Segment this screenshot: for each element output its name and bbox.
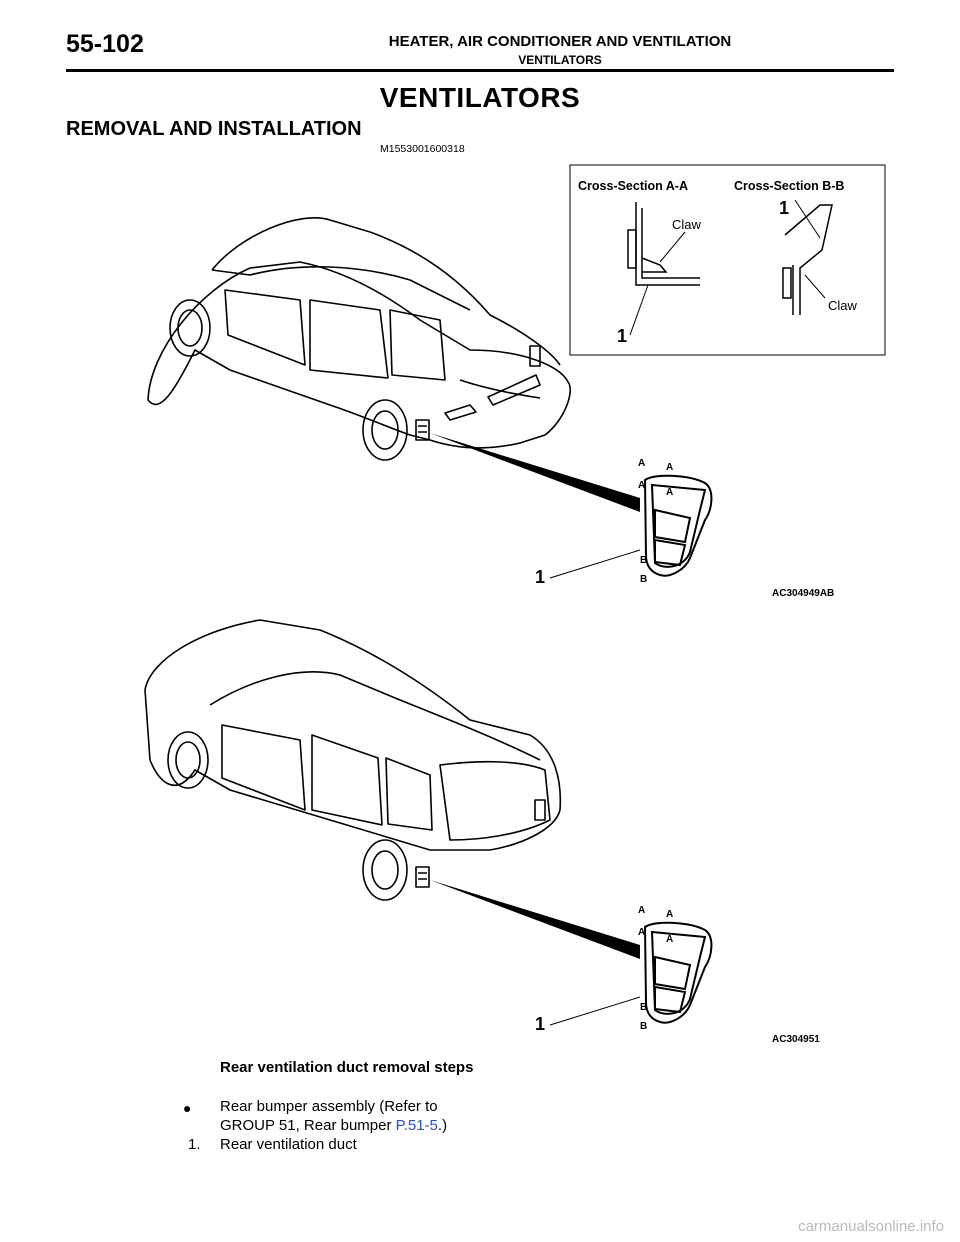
section-subtitle: VENTILATORS <box>518 53 602 67</box>
figure1-marker-a: A <box>666 462 673 473</box>
figure-wagon: 1 A A A A B B AC304951 <box>144 619 820 1045</box>
figure1-code: AC304949AB <box>772 588 834 599</box>
section-title: HEATER, AIR CONDITIONER AND VENTILATION <box>388 33 732 50</box>
figure1-marker-b: B <box>640 574 647 585</box>
step-item-1: Rear bumper assembly (Refer to GROUP 51,… <box>220 1097 490 1135</box>
inset-label-b: Cross-Section B-B <box>734 179 844 193</box>
claw-label-b: Claw <box>828 298 858 313</box>
reference-link[interactable]: P.51-5 <box>395 1117 438 1134</box>
document-code: M1553001600318 <box>380 143 465 155</box>
figure1-marker-a: A <box>638 480 645 491</box>
step-number: 1. <box>188 1136 201 1153</box>
page-number: 55-102 <box>66 30 144 58</box>
step-item-1-end: .) <box>437 1117 448 1134</box>
figure-sedan: 1 A A A A B B AC304949AB Cross-Section A… <box>147 164 886 599</box>
bullet-icon: ● <box>183 1100 192 1116</box>
figure2-marker-b: B <box>640 1002 647 1013</box>
main-title: VENTILATORS <box>379 82 581 113</box>
figure2-marker-a: A <box>638 905 645 916</box>
section-heading: REMOVAL AND INSTALLATION <box>66 118 362 140</box>
step-item-2: Rear ventilation duct <box>220 1136 357 1153</box>
figure1-callout: 1 <box>535 567 545 587</box>
header-rule <box>66 69 894 72</box>
figure1-marker-a: A <box>638 458 645 469</box>
figure1-marker-a: A <box>666 487 673 498</box>
figure2-marker-a: A <box>666 934 673 945</box>
figure2-marker-b: B <box>640 1021 647 1032</box>
figure2-marker-a: A <box>666 909 673 920</box>
figure2-marker-a: A <box>638 927 645 938</box>
inset-label-a: Cross-Section A-A <box>578 179 688 193</box>
step-item-1-text: Rear bumper assembly (Refer to GROUP 51,… <box>220 1098 438 1134</box>
figure1-marker-b: B <box>640 555 647 566</box>
claw-label-a: Claw <box>672 217 702 232</box>
steps-heading: Rear ventilation duct removal steps <box>220 1059 474 1076</box>
figure2-callout: 1 <box>535 1014 545 1034</box>
inset-callout-b: 1 <box>779 198 789 218</box>
inset-callout-a: 1 <box>617 326 627 346</box>
figure2-code: AC304951 <box>772 1034 820 1045</box>
footer-watermark: carmanualsonline.info <box>798 1218 944 1235</box>
